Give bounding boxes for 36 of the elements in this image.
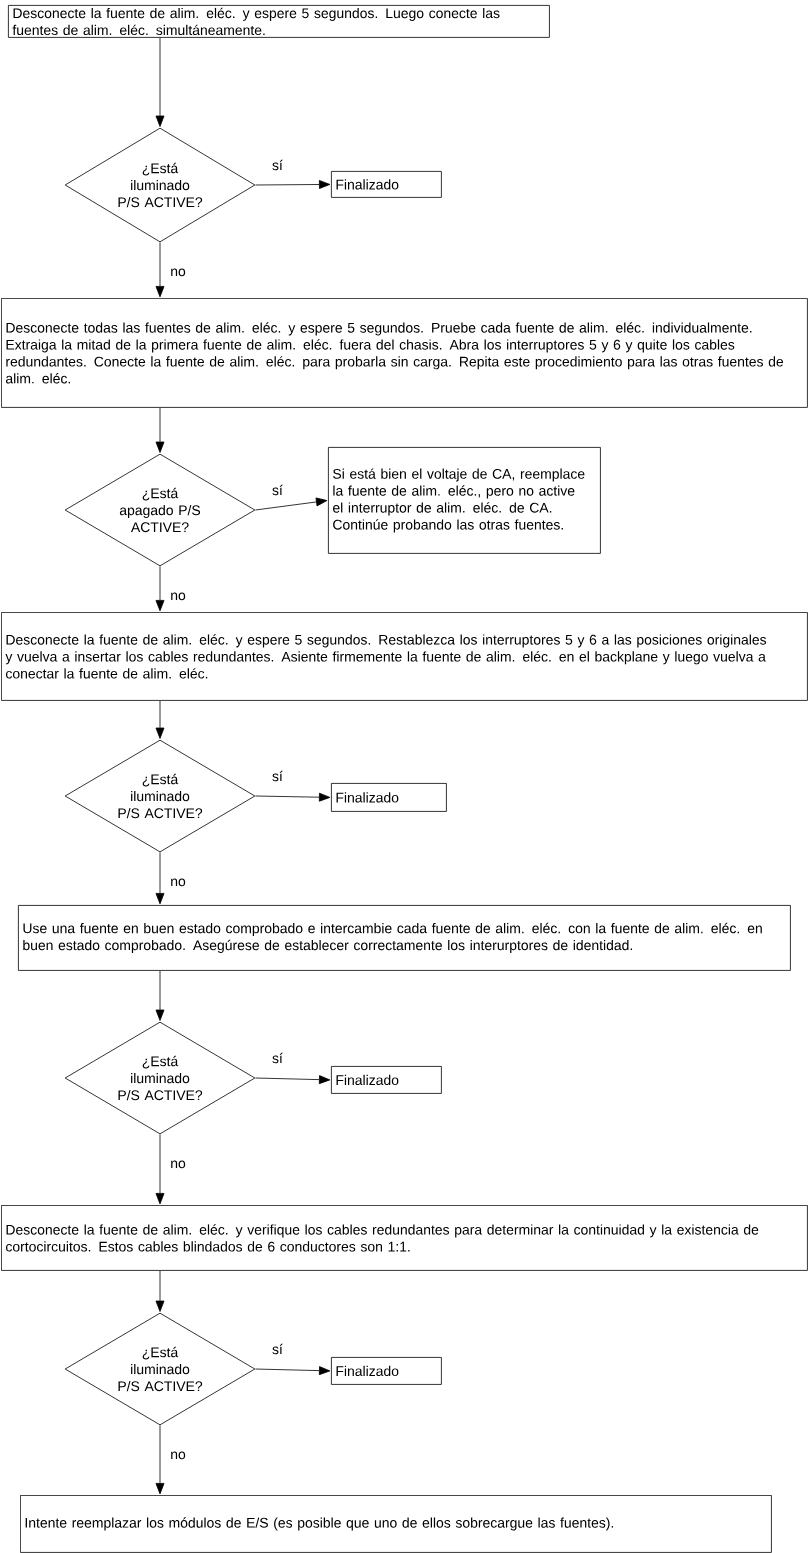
finish-box: Finalizado	[331, 1357, 442, 1385]
arrow	[155, 1270, 165, 1312]
edge-label: sí	[272, 1052, 283, 1064]
arrow	[255, 1075, 331, 1085]
arrow	[155, 1134, 165, 1205]
arrow	[155, 566, 165, 612]
finish-box: Finalizado	[331, 171, 442, 198]
edge-label: no	[171, 592, 186, 601]
arrow	[155, 852, 165, 905]
edge-label: no	[171, 878, 186, 887]
arrow	[255, 1366, 331, 1376]
process-box: Intente reemplazar los módulos de E/S (es posible que uno de ellos sobrecargue las fuentes).	[20, 1495, 772, 1553]
arrow	[155, 700, 165, 739]
process-box: Desconecte la fuente de alim. eléc. y espere 5 segundos. Luego conecte las fuentes de alim. eléc. simultáneamente.	[8, 5, 550, 38]
edge-label: sí	[272, 484, 283, 496]
arrow	[155, 970, 165, 1021]
finish-box: Finalizado	[331, 783, 447, 812]
process-box: Use una fuente en buen estado comprobado e intercambie cada fuente de alim. eléc. con la fuente de alim. eléc. en buen estado comprobado. Asegúrese de establecer correctamente los interurptores de identidad.	[18, 905, 791, 971]
arrow	[155, 407, 165, 453]
edge-label: sí	[272, 159, 283, 171]
process-box: Desconecte la fuente de alim. eléc. y espere 5 segundos. Restablezca los interruptores 5 y 6 a las posiciones originales y vuelva a insertar los cables redundantes. Asiente firmemente la fuente de alim. eléc. en el backplane y luego vuelva a conectar la fuente de alim. eléc.	[1, 612, 808, 701]
arrow	[155, 1425, 165, 1495]
process-box: Desconecte la fuente de alim. eléc. y verifique los cables redundantes para determinar la continuidad y la existencia de cortocircuitos. Estos cables blindados de 6 conductores son 1:1.	[1, 1205, 808, 1271]
finish-box: Finalizado	[331, 1066, 442, 1094]
arrow	[255, 180, 331, 189]
arrow	[255, 497, 328, 511]
edge-label: sí	[272, 770, 283, 782]
arrow	[155, 242, 165, 298]
edge-label: sí	[272, 1343, 283, 1355]
edge-label: no	[171, 1451, 186, 1460]
process-box: Si está bien el voltaje de CA, reemplace la fuente de alim. eléc., pero no active el interruptor de alim. eléc. de CA. Continúe probando las otras fuentes.	[328, 447, 601, 554]
arrow	[155, 37, 165, 127]
arrow	[255, 792, 331, 802]
process-box: Desconecte todas las fuentes de alim. eléc. y espere 5 segundos. Pruebe cada fuente de alim. eléc. individualmente. Extraiga la mitad de la primera fuente de alim. eléc. fuera del chasis. Abra los interruptores 5 y 6 y quite los cables redundantes. Conecte la fuente de alim. eléc. para probarla sin carga. Repita este procedimiento para las otras fuentes de alim. eléc.	[1, 298, 808, 408]
edge-label: no	[171, 268, 186, 277]
edge-label: no	[171, 1160, 186, 1169]
